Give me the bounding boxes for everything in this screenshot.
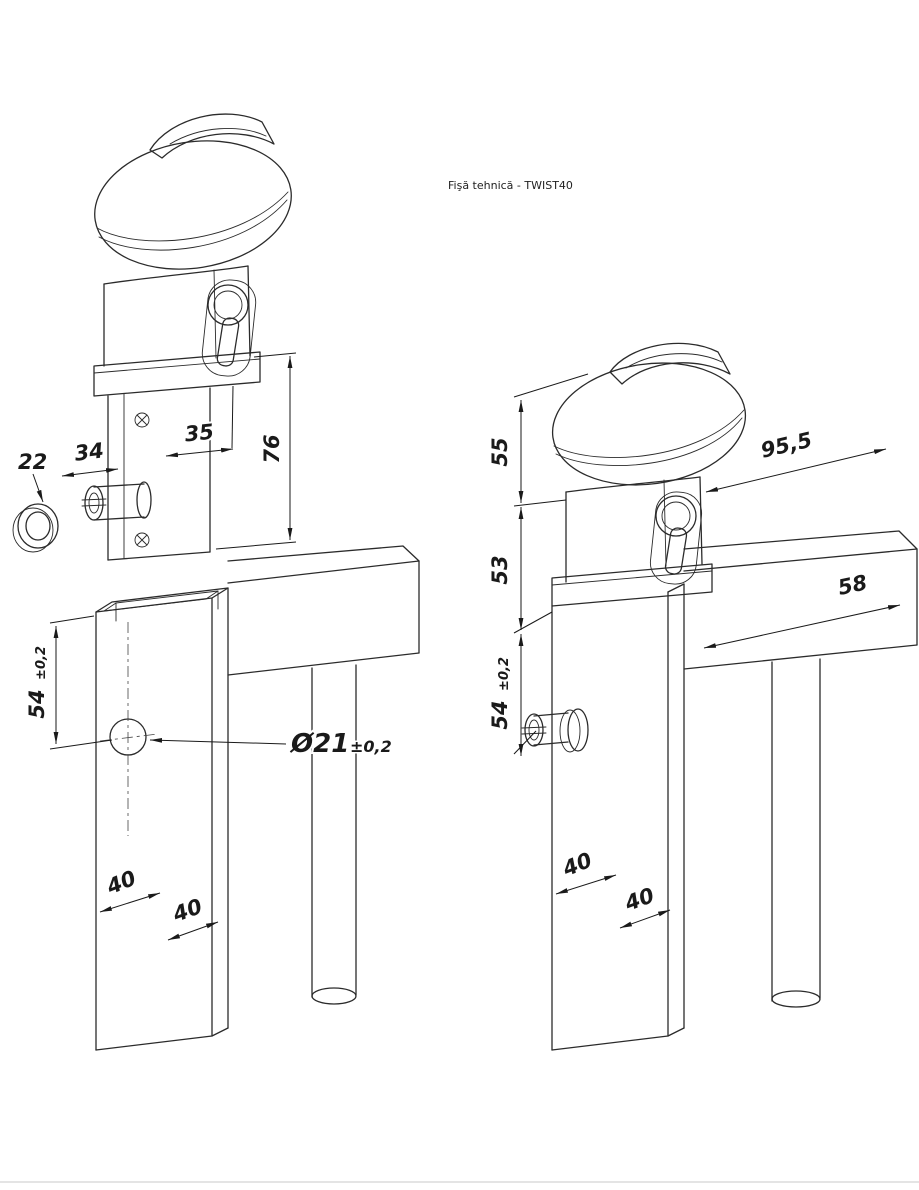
dim-tolerance-label: ±0,2 [497, 657, 512, 691]
dim-pin-length: 34 [61, 436, 119, 477]
lock-body [103, 265, 251, 367]
dim-tolerance-label: ±0,2 [350, 737, 392, 756]
gate-rail [227, 545, 420, 676]
dim-tolerance-label: ±0,2 [34, 646, 49, 680]
left-view: 22 34 35 76 54 ±0,2 Ø21 ±0,2 [12, 113, 420, 1051]
gate-post [95, 587, 229, 1051]
dim-hole-offset: 54 ±0,2 [23, 615, 113, 750]
dim-body-height: 53 [486, 507, 553, 634]
dim-label: 34 [73, 438, 105, 465]
euro-cylinder [201, 279, 257, 377]
dim-label: 54 [25, 689, 49, 718]
dim-post-depth: 40 [619, 881, 671, 929]
dim-label: 22 [18, 450, 47, 474]
euro-cylinder [649, 491, 703, 585]
screw-icon [134, 532, 150, 548]
dim-pin-offset: 54 ±0,2 [486, 634, 537, 756]
round-bar [771, 658, 821, 1008]
lock-cap [94, 113, 292, 270]
mount-post [107, 387, 211, 561]
dim-label: 95,5 [758, 428, 814, 463]
dim-overall-length: 95,5 [705, 426, 887, 493]
lock-handle [149, 113, 275, 159]
dim-label: 76 [260, 434, 284, 463]
dim-washer-diameter: 22 [16, 448, 49, 503]
dim-label: 53 [488, 555, 512, 584]
screw-icon [134, 412, 150, 428]
dim-label: 54 [488, 700, 512, 729]
washer [12, 503, 59, 553]
locking-pin [521, 708, 589, 753]
dim-cylinder-offset: 35 [165, 385, 234, 458]
dim-projection: 58 [703, 568, 901, 649]
dim-label: 58 [836, 570, 870, 600]
dim-label: 40 [102, 866, 139, 900]
dim-label: 40 [621, 883, 658, 916]
dim-lock-height: 76 [215, 352, 297, 550]
dim-label: 40 [169, 894, 206, 927]
dim-label: 40 [558, 848, 595, 882]
dim-label: 55 [488, 437, 512, 466]
dim-cap-height: 55 [486, 373, 589, 507]
gate-rail [683, 530, 918, 670]
gate-post [551, 583, 685, 1051]
lock-collar [93, 351, 261, 397]
round-bar [311, 664, 357, 1005]
dim-label: Ø21 [289, 729, 349, 759]
right-view: 55 53 54 ±0,2 95,5 58 40 40 [486, 342, 918, 1051]
dim-post-width: 40 [99, 864, 161, 913]
lock-collar [551, 563, 713, 607]
dim-hole-diameter: Ø21 ±0,2 [149, 727, 393, 761]
lock-cap [551, 342, 747, 486]
document-title: Fişă tehnică - TWIST40 [448, 179, 573, 192]
dim-post-depth: 40 [167, 892, 219, 941]
dim-post-width: 40 [555, 846, 617, 895]
dim-label: 35 [183, 420, 215, 447]
locking-pin [81, 481, 152, 521]
lock-handle [609, 342, 731, 385]
